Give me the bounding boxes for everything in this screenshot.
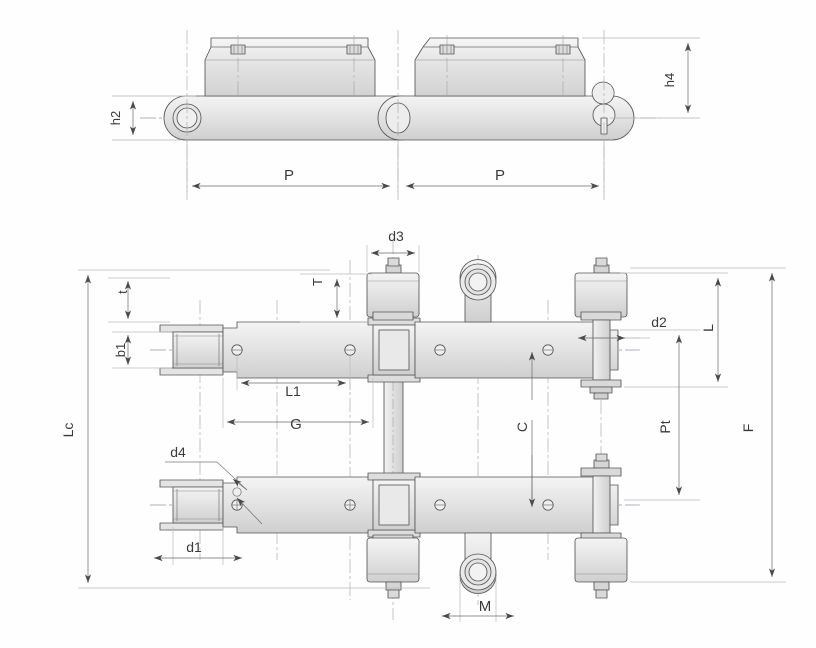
dim-label-h2: h2	[108, 111, 123, 125]
upper-hinge-eye	[459, 259, 497, 323]
lower-hinge-eye	[459, 532, 497, 594]
dim-label-Pt: Pt	[657, 420, 673, 433]
dim-label-L: L	[700, 324, 716, 332]
lower-roller-bush-block	[367, 472, 421, 538]
upper-roller-assembly-right	[574, 257, 628, 400]
dim-label-M: M	[479, 598, 492, 615]
dim-label-G: G	[290, 416, 302, 433]
dim-label-P-right: P	[495, 167, 505, 184]
dim-label-F: F	[740, 424, 756, 433]
side-attachment-plate-1	[204, 37, 376, 97]
dim-label-d4: d4	[170, 444, 186, 460]
upper-roller-assembly-center	[366, 257, 420, 321]
upper-roller-bush-block	[367, 317, 421, 383]
dim-label-d1: d1	[186, 539, 202, 555]
upper-outer-plate-left	[222, 321, 391, 379]
dim-label-P-left: P	[284, 167, 294, 184]
dim-label-d2: d2	[651, 314, 667, 330]
side-view-dimensions	[112, 37, 700, 192]
side-attachment-plate-2	[414, 37, 586, 97]
dim-label-t: t	[115, 290, 130, 294]
lower-roller-assembly-right	[574, 453, 628, 599]
dim-label-h4: h4	[662, 73, 677, 87]
plan-view-dimensions	[78, 245, 786, 622]
lower-roller-assembly-center	[366, 534, 420, 599]
d4-hole-marker	[232, 487, 242, 497]
plan-view-group	[150, 240, 640, 620]
dim-label-b1: b1	[113, 343, 128, 357]
dim-label-C: C	[514, 422, 530, 432]
upper-inner-link-left	[159, 324, 224, 376]
dim-label-d3: d3	[388, 228, 404, 244]
lower-outer-plate-left	[222, 476, 391, 534]
side-view-group	[140, 30, 660, 200]
dim-label-L1: L1	[285, 383, 301, 399]
side-chain-link-2	[377, 95, 635, 141]
dim-label-Lc: Lc	[60, 423, 76, 438]
dim-label-T: T	[310, 278, 325, 286]
